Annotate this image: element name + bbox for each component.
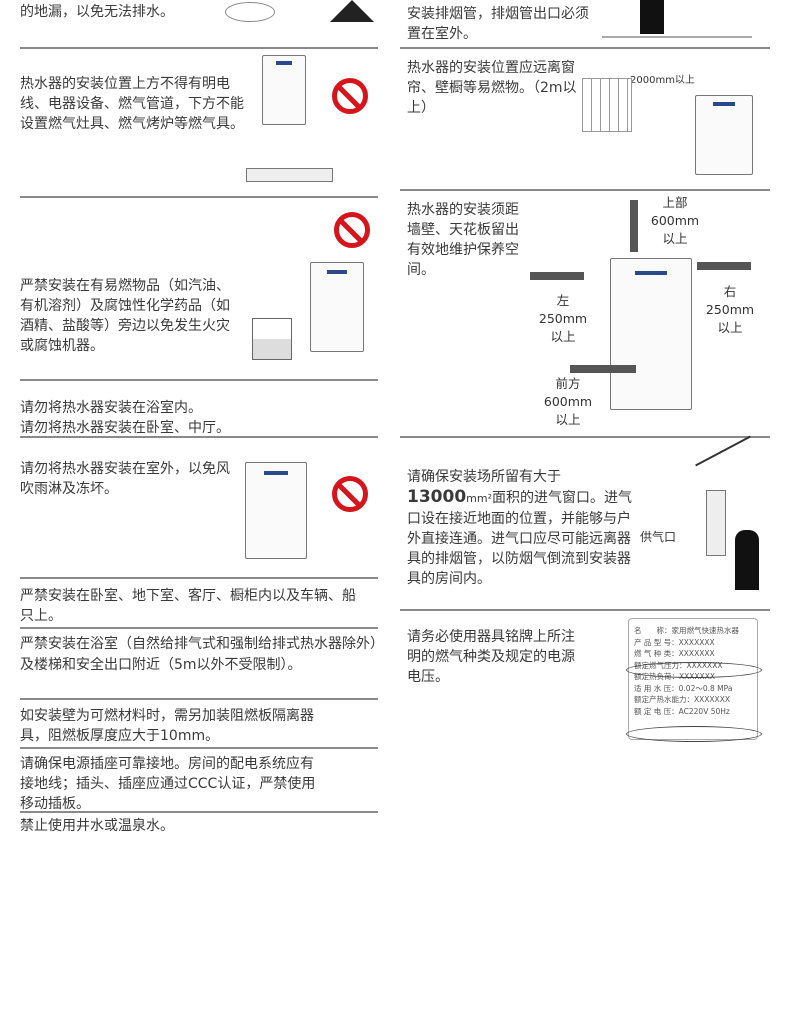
bathroom-note: 请勿将热水器安装在浴室内。请勿将热水器安装在卧室、中厅。 [20,398,360,438]
floor-drain-icon [225,2,275,22]
prohibited-icon [332,78,368,114]
divider [400,47,770,49]
nameplate-note: 请务必使用器具铭牌上所注明的燃气种类及规定的电源电压。 [407,629,575,685]
divider [20,811,378,813]
person-icon [640,0,664,34]
nameplate-row: 适 用 水 压：0.02～0.8 MPa [634,683,733,693]
divider [20,196,378,198]
nameplate-row: 额 定 电 压：AC220V 50Hz [634,706,730,716]
curtain-illustration [582,78,632,132]
nameplate-row: 产 品 型 号：XXXXXXX [634,637,715,647]
divider [20,698,378,700]
front-clearance-arrow [570,365,636,373]
person-icon [735,530,759,590]
floor-line [602,36,752,38]
voltage-highlight [626,726,762,742]
divider [400,609,770,611]
gas-stove-illustration [246,168,333,182]
distance-label: 2000mm以上 [630,75,695,86]
air-inlet-label: 供气口 [640,530,677,544]
bedroom-line: 请勿将热水器安装在卧室、中厅。 [20,420,230,436]
top-clearance-arrow [630,200,638,252]
grounding-note: 请确保电源插座可靠接地。房间的配电系统应有接地线；插头、插座应通过CCC认证，严… [20,756,316,812]
water-heater-illustration [245,462,307,559]
outdoor-note: 请勿将热水器安装在室外，以免风吹雨淋及冻坏。 [20,461,230,497]
warning-icon [330,0,374,22]
drain-note: 的地漏，以免无法排水。 [20,4,174,20]
curtain-note: 热水器的安装位置应远离窗帘、壁橱等易燃物。（2m以上） [407,60,577,116]
flammables-note: 严禁安装在有易燃物品（如汽油、有机溶剂）及腐蚀性化学药品（如酒精、盐酸等）旁边以… [20,278,230,354]
nameplate-row: 名 称：家用燃气快速热水器 [634,626,739,635]
nameplate-illustration: 名 称：家用燃气快速热水器 产 品 型 号：XXXXXXX 燃 气 种 类：XX… [628,618,758,740]
roof-line [695,435,751,467]
flue-note: 安装排烟管，排烟管出口必须置在室外。 [407,6,589,42]
above-heater-note: 热水器的安装位置上方不得有明电线、电器设备、燃气管道，下方不能设置燃气灶具、燃气… [20,76,244,132]
water-heater-illustration [695,95,753,175]
bathroom-line: 请勿将热水器安装在浴室内。 [20,400,202,416]
prohibited-icon [332,476,368,512]
divider [400,436,770,438]
divider [20,436,378,438]
water-heater-illustration [610,258,692,410]
divider [20,627,378,629]
air-inlet-note: 请确保安装场所留有大于13000mm²面积的进气窗口。进气口设在接近地面的位置，… [407,469,632,587]
nameplate-row: 燃 气 种 类：XXXXXXX [634,649,715,658]
divider [20,747,378,749]
divider [20,47,378,49]
chemical-container-icon [252,318,292,360]
fire-retardant-note: 如安装壁为可燃材料时，需另加装阻燃板隔离器具，阻燃板厚度应大于10mm。 [20,708,314,744]
divider [20,379,378,381]
water-heater-illustration [706,490,726,556]
bathroom-stairs-note: 严禁安装在浴室（自然给排气式和强制给排式热水器除外）及楼梯和安全出口附近（5m以… [20,636,377,673]
divider [400,189,770,191]
prohibited-icon [334,212,370,248]
water-source-note: 禁止使用井水或温泉水。 [20,818,174,834]
room-note: 严禁安装在卧室、地下室、客厅、橱柜内以及车辆、船只上。 [20,588,356,624]
clearance-note: 热水器的安装须距墙壁、天花板留出有效地维护保养空间。 [407,202,519,278]
left-clearance-arrow [530,272,584,280]
right-clearance-arrow [697,262,751,270]
water-heater-illustration [310,262,364,352]
divider [20,577,378,579]
gas-type-highlight [626,662,762,678]
water-heater-illustration [262,55,306,125]
nameplate-row: 额定产热水能力：XXXXXXX [634,695,730,704]
